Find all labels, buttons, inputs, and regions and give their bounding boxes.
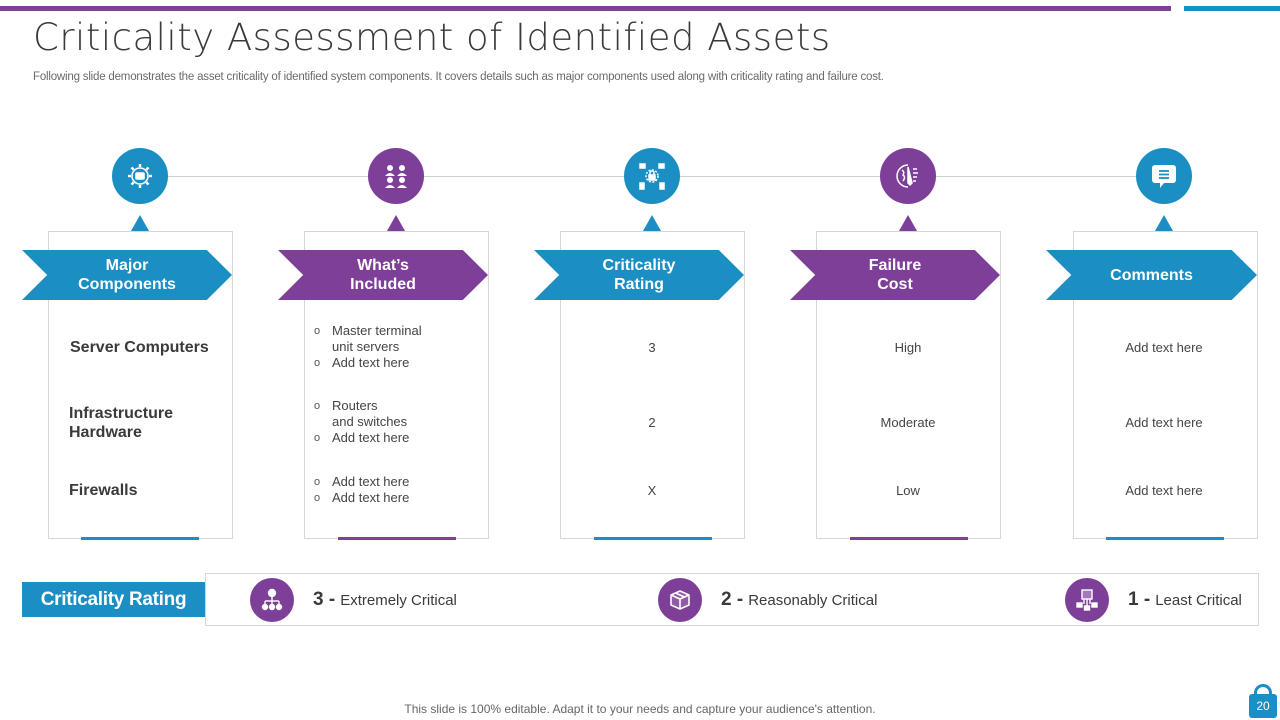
legend-number: 2 - bbox=[721, 589, 744, 610]
page-subtitle: Following slide demonstrates the asset c… bbox=[33, 71, 884, 83]
heading-line: Failure bbox=[868, 257, 922, 274]
legend-text: Least Critical bbox=[1155, 591, 1242, 609]
heading-line: Rating bbox=[614, 276, 664, 293]
criticality-legend: 3 - Extremely Critical 2 - Reasonably Cr… bbox=[205, 573, 1259, 626]
legend-text: Reasonably Critical bbox=[748, 591, 878, 609]
network-lock-icon bbox=[624, 148, 680, 204]
brain-pencil-icon bbox=[880, 148, 936, 204]
legend-item-reasonably-critical: 2 - Reasonably Critical bbox=[658, 578, 877, 622]
comment-row-1: Add text here bbox=[1125, 340, 1203, 355]
legend-item-extremely-critical: 3 - Extremely Critical bbox=[250, 578, 457, 622]
component-firewalls: Firewalls bbox=[69, 482, 138, 499]
legend-text: Extremely Critical bbox=[340, 591, 457, 609]
failure-cost-row-1: High bbox=[894, 340, 922, 355]
rating-row-3: X bbox=[647, 483, 657, 498]
page-number-badge: 20 bbox=[1249, 684, 1277, 718]
heading-line: What’s bbox=[357, 257, 409, 274]
pointer-triangle bbox=[1155, 215, 1173, 231]
included-list-row-3: Add text here Add text here bbox=[314, 474, 409, 506]
failure-cost-row-3: Low bbox=[896, 483, 920, 498]
card-underline bbox=[594, 537, 712, 540]
list-item-text: unit servers bbox=[332, 339, 400, 354]
page-number: 20 bbox=[1249, 694, 1277, 718]
list-item: Add text here bbox=[314, 355, 422, 371]
pointer-triangle bbox=[387, 215, 405, 231]
top-accent-bar-blue bbox=[1184, 6, 1280, 11]
list-item: Add text here bbox=[314, 430, 409, 446]
legend-item-least-critical: 1 - Least Critical bbox=[1065, 578, 1242, 622]
pointer-triangle bbox=[131, 215, 149, 231]
heading-line: Comments bbox=[1110, 266, 1193, 284]
list-item: Add text here bbox=[314, 490, 409, 506]
footer-note: This slide is 100% editable. Adapt it to… bbox=[404, 702, 876, 716]
card-underline bbox=[1106, 537, 1224, 540]
team-icon bbox=[368, 148, 424, 204]
heading-line: Criticality bbox=[602, 257, 676, 274]
legend-number: 1 - bbox=[1128, 589, 1151, 610]
component-server-computers: Server Computers bbox=[70, 339, 209, 356]
component-line: Hardware bbox=[69, 424, 142, 441]
rating-row-1: 3 bbox=[648, 340, 656, 355]
heading-line: Cost bbox=[877, 276, 913, 293]
heading-line: Major bbox=[105, 257, 149, 274]
flowchart-icon bbox=[1065, 578, 1109, 622]
list-item-text: Routers bbox=[332, 398, 378, 413]
card-underline bbox=[81, 537, 199, 540]
legend-label: Criticality Rating bbox=[22, 582, 205, 617]
failure-cost-row-2: Moderate bbox=[880, 415, 936, 430]
list-item-text: Master terminal bbox=[332, 323, 422, 338]
heading-line: Components bbox=[78, 276, 176, 293]
chat-bubble-icon bbox=[1136, 148, 1192, 204]
pointer-triangle bbox=[643, 215, 661, 231]
page-title: Criticality Assessment of Identified Ass… bbox=[33, 16, 831, 59]
list-item-text: and switches bbox=[332, 414, 408, 429]
header-chevron-comments: Comments bbox=[1046, 250, 1257, 300]
legend-number: 3 - bbox=[313, 589, 336, 610]
lock-icon bbox=[1254, 684, 1272, 700]
component-infrastructure-hardware: Infrastructure Hardware bbox=[69, 404, 173, 442]
list-item: Add text here bbox=[314, 474, 409, 490]
heading-line: Included bbox=[350, 276, 416, 293]
comment-row-2: Add text here bbox=[1125, 415, 1203, 430]
gear-puzzle-icon bbox=[112, 148, 168, 204]
top-accent-bar-purple bbox=[0, 6, 1171, 11]
component-line: Infrastructure bbox=[69, 405, 174, 422]
rating-row-2: 2 bbox=[648, 415, 656, 430]
card-underline bbox=[338, 537, 456, 540]
column-comments: Comments Add text here Add text here Add… bbox=[1044, 148, 1280, 543]
hierarchy-icon bbox=[250, 578, 294, 622]
pointer-triangle bbox=[899, 215, 917, 231]
comment-row-3: Add text here bbox=[1125, 483, 1203, 498]
box-icon bbox=[658, 578, 702, 622]
card-underline bbox=[850, 537, 968, 540]
